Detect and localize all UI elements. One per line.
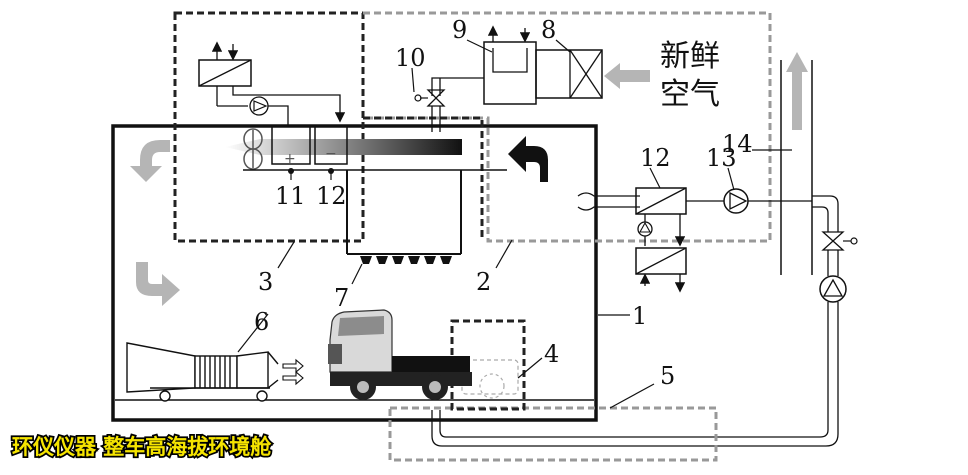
blower-6-icon xyxy=(126,342,279,402)
airflow-arrow-grey-top xyxy=(130,140,170,182)
label-2: 2 xyxy=(476,268,491,296)
fresh-air-arrow xyxy=(604,63,650,89)
exhaust-arrow xyxy=(786,52,808,130)
label-1: 1 xyxy=(632,302,647,330)
label-12-right: 12 xyxy=(640,144,671,172)
label-12-left: 12 xyxy=(316,182,347,210)
heater-11 xyxy=(271,125,311,165)
valve-right-icon xyxy=(821,231,858,251)
label-14: 14 xyxy=(722,130,753,158)
small-pump-icon xyxy=(637,221,653,237)
fan-icon xyxy=(243,128,263,170)
region-3-dashed xyxy=(173,11,365,243)
airflow-arrow-black xyxy=(508,136,548,182)
fresh-air-line2: 空气 xyxy=(660,77,720,112)
truck-icon xyxy=(328,309,472,400)
top-exchanger xyxy=(198,59,252,87)
pump-right-icon xyxy=(819,275,847,303)
pit-5-dashed xyxy=(388,406,718,462)
fresh-air-inlet-8 xyxy=(535,49,603,99)
label-7: 7 xyxy=(334,284,349,312)
label-4: 4 xyxy=(544,340,559,368)
label-3: 3 xyxy=(258,268,273,296)
cooler-12 xyxy=(314,125,348,165)
airflow-out-icon xyxy=(282,358,304,386)
blower-13-icon xyxy=(723,188,749,214)
lower-exchanger xyxy=(635,247,687,275)
trailer-ghost xyxy=(461,359,519,395)
valve-10-icon xyxy=(414,89,446,107)
label-11: 11 xyxy=(275,182,306,210)
label-6: 6 xyxy=(254,308,269,336)
label-8: 8 xyxy=(541,16,556,44)
label-5: 5 xyxy=(660,362,675,390)
cooler-minus: − xyxy=(325,146,337,162)
pump-icon xyxy=(249,96,269,116)
nozzle-row-icon xyxy=(360,256,452,264)
region-inner-dashed xyxy=(363,116,484,241)
chamber-outline xyxy=(111,124,598,422)
fresh-air-line1: 新鲜 xyxy=(660,39,720,74)
label-13: 13 xyxy=(706,144,737,172)
label-10: 10 xyxy=(395,44,426,72)
airflow-arrow-grey-bottom xyxy=(136,262,180,306)
label-9: 9 xyxy=(452,16,467,44)
air-duct xyxy=(225,139,462,155)
watermark-text: 环仪仪器 整车高海拔环境舱 xyxy=(12,435,272,459)
heater-plus: + xyxy=(284,151,296,167)
